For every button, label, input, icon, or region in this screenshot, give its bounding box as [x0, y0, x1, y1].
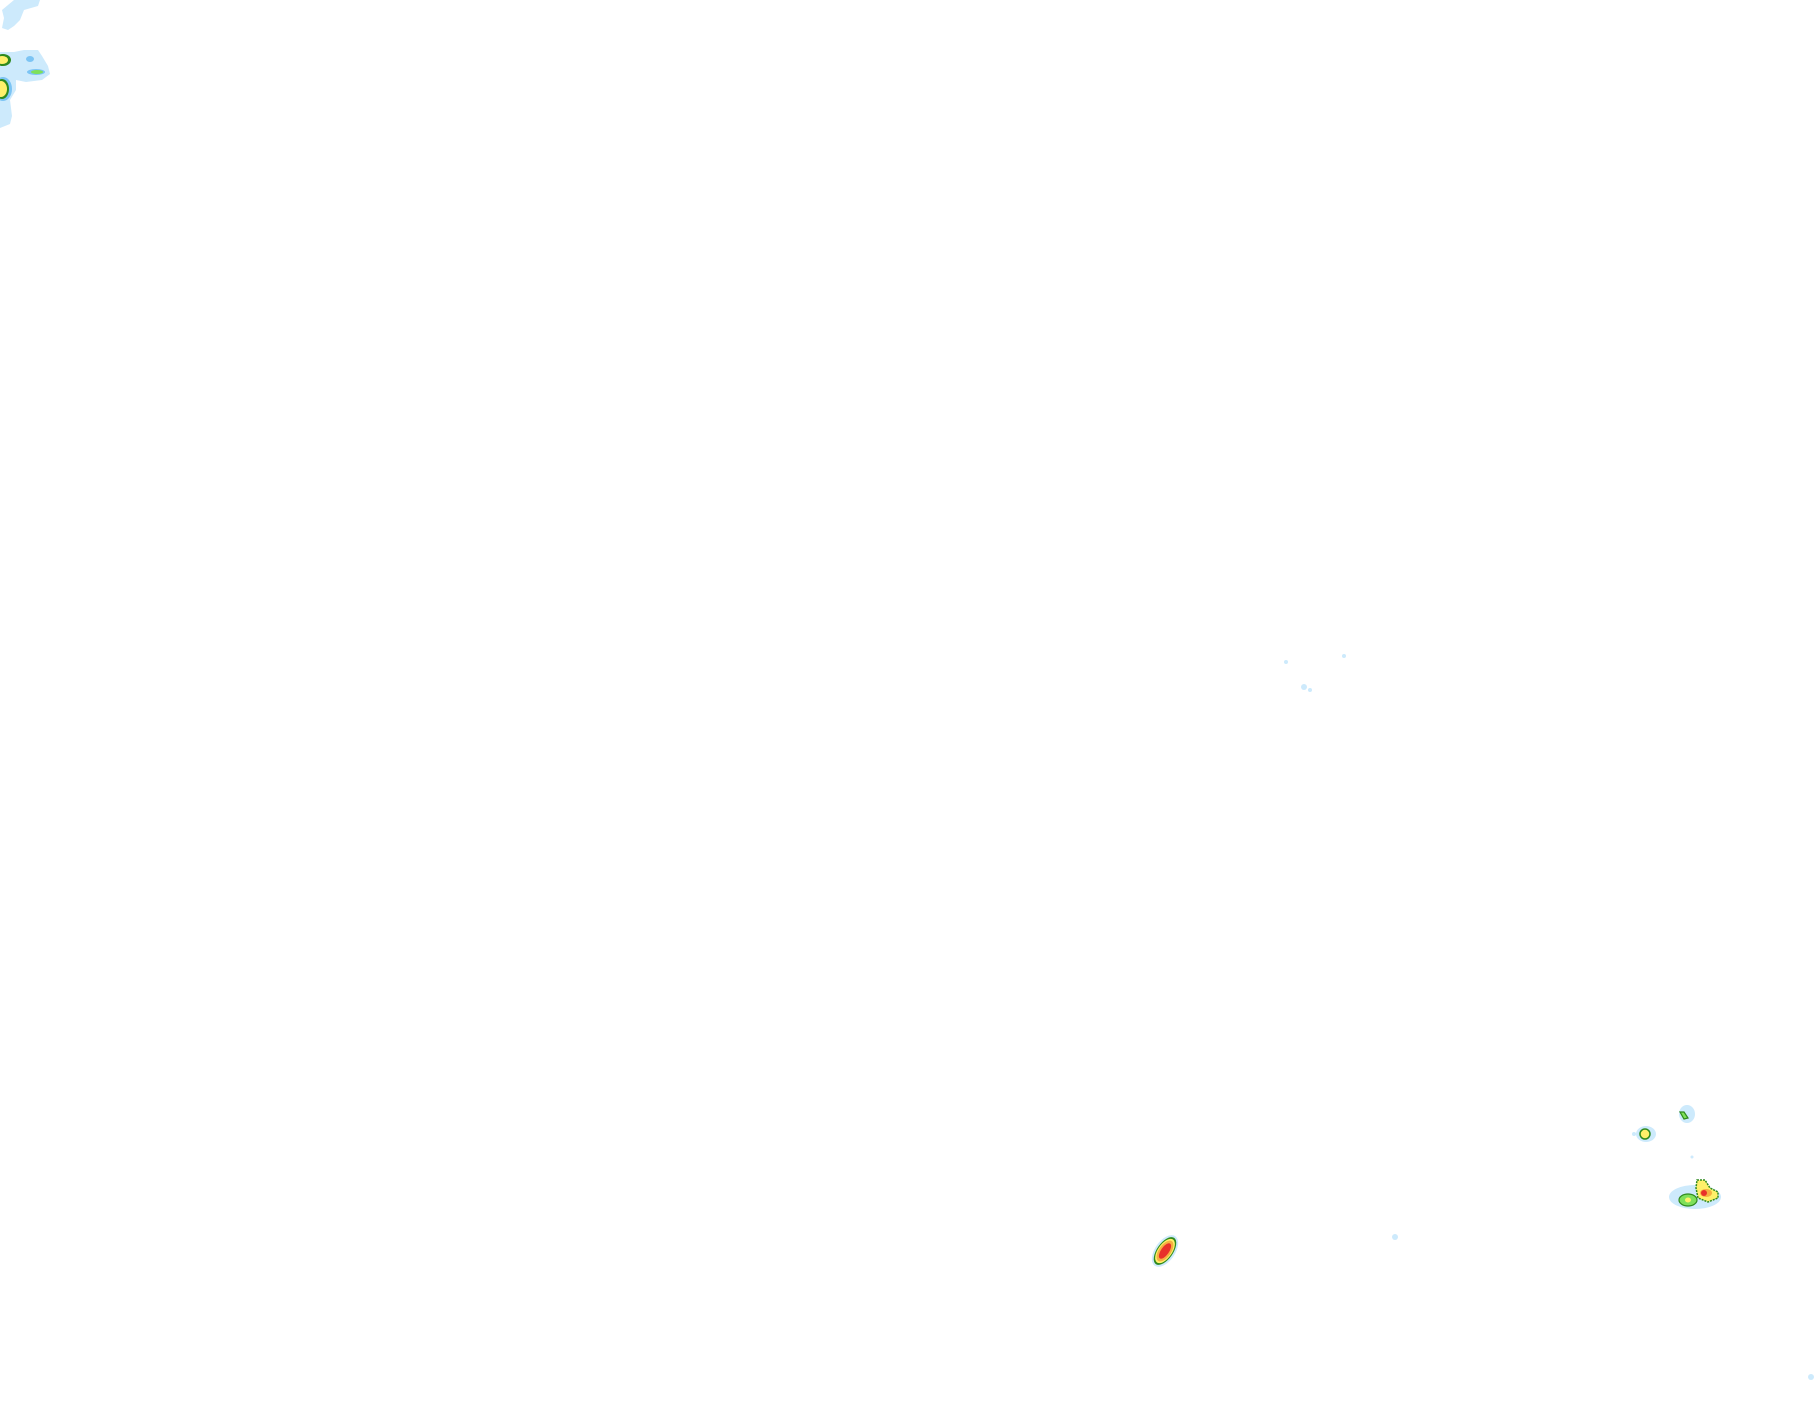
precip-cell-northwest-cluster	[0, 0, 50, 128]
precip-cell-southeast-cluster	[1632, 1105, 1721, 1209]
precip-cell-south-central	[1151, 1235, 1179, 1267]
precip-cell-central-specks	[1284, 654, 1398, 1240]
precip-cell-far-southeast-speck	[1808, 1374, 1814, 1380]
